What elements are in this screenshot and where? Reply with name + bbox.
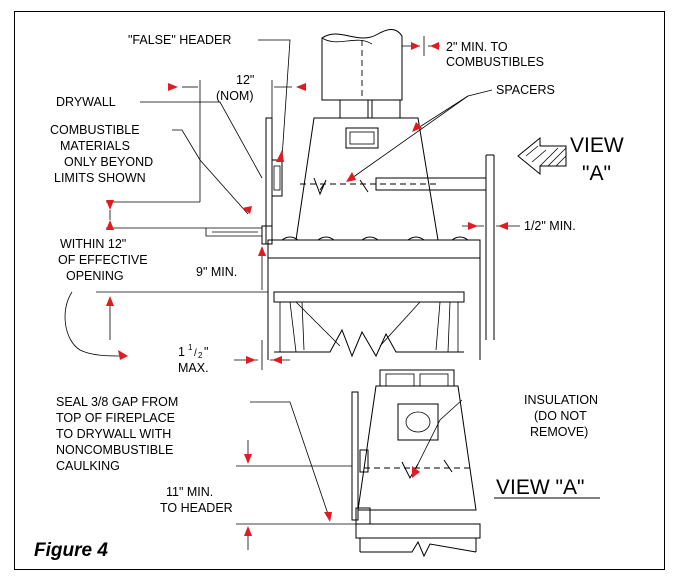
one-half-den: 2 [198, 351, 203, 360]
fireplace-body [267, 117, 481, 360]
combustible-label-1: COMBUSTIBLE [50, 123, 140, 137]
view-a-arrow [517, 136, 567, 176]
within-label-3: OPENING [66, 269, 124, 283]
spacers-label: SPACERS [496, 83, 555, 97]
insulation-label-1: INSULATION [524, 393, 598, 407]
labels: "FALSE" HEADER 12" (NOM) 2" MIN. TO COMB… [34, 33, 624, 561]
one-half-whole: 1 [178, 345, 185, 359]
leader-lines [64, 39, 493, 357]
seal-label-3: TO DRYWALL WITH [56, 427, 171, 441]
two-min-label-2: COMBUSTIBLES [446, 55, 544, 69]
drywall-label: DRYWALL [56, 95, 116, 109]
combustible-label-2: MATERIALS [60, 139, 130, 153]
figure-frame [14, 11, 665, 570]
figure-title: Figure 4 [34, 540, 108, 561]
combustible-label-4: LIMITS SHOWN [54, 171, 146, 185]
view-a-drawing [236, 369, 600, 558]
view-a-label-2: "A" [582, 162, 611, 185]
combustible-label-3: ONLY BEYOND [64, 155, 153, 169]
spacers [300, 177, 440, 196]
one-half-num: 1 [188, 343, 193, 352]
within-label-2: OF EFFECTIVE [58, 253, 148, 267]
eleven-min-label-2: TO HEADER [160, 501, 233, 515]
insulation-label-2: (DO NOT [534, 409, 587, 423]
view-a-caption: VIEW "A" [496, 476, 584, 499]
seal-label-5: CAULKING [56, 459, 120, 473]
svg-text:/: / [194, 348, 197, 359]
right-wall [375, 154, 495, 340]
eleven-min-label-1: 11" MIN. [166, 485, 213, 499]
drywall-assembly [205, 117, 283, 245]
within-label-1: WITHIN 12" [60, 237, 126, 251]
chimney-pipe [321, 29, 408, 119]
one-half-inch: " [204, 345, 208, 359]
twelve-nom-label-2: (NOM) [216, 89, 254, 103]
seal-label-2: TOP OF FIREPLACE [56, 411, 175, 425]
half-min-label: 1/2" MIN. [524, 219, 576, 233]
seal-label-4: NONCOMBUSTIBLE [56, 443, 173, 457]
nine-min-label: 9" MIN. [196, 265, 237, 279]
insulation-label-3: REMOVE) [530, 425, 588, 439]
dimension-lines [96, 36, 520, 370]
false-header-label: "FALSE" HEADER [128, 33, 231, 47]
twelve-nom-label-1: 12" [236, 73, 254, 87]
seal-label-1: SEAL 3/8 GAP FROM [56, 395, 178, 409]
max-label: MAX. [178, 361, 209, 375]
view-a-label-1: VIEW [570, 134, 624, 157]
red-arrowheads [106, 42, 508, 364]
two-min-label-1: 2" MIN. TO [446, 40, 508, 54]
